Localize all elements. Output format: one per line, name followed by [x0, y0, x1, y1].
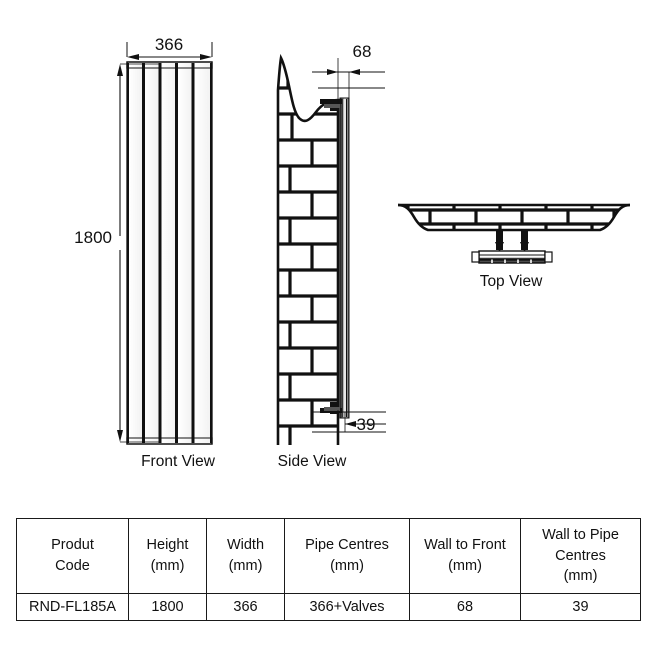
- specification-table: Produt Code Height (mm) Width (mm) Pipe …: [16, 518, 641, 621]
- front-view-group: 366: [74, 35, 216, 470]
- table-header-wall-to-pipe-centres: Wall to Pipe Centres (mm): [520, 518, 641, 594]
- side-view-wall-to-pipe-dimension: 39: [312, 410, 386, 434]
- side-view-wall-to-pipe-value: 39: [357, 415, 376, 434]
- side-view-wall-to-front-value: 68: [353, 42, 372, 61]
- top-view-label: Top View: [480, 273, 543, 290]
- front-view-height-dimension: 1800: [74, 63, 160, 443]
- table-header-width: Width (mm): [206, 518, 285, 594]
- table-header-pipe-centres: Pipe Centres (mm): [284, 518, 410, 594]
- side-view-label: Side View: [278, 453, 347, 470]
- side-view-wall-to-front-dimension: 68: [312, 42, 385, 110]
- side-view-group: 68 39 Side View: [276, 42, 386, 470]
- cell-width: 366: [206, 593, 285, 621]
- top-view-bracket: [496, 230, 503, 250]
- cell-wall-to-pipe-centres: 39: [520, 593, 641, 621]
- front-view-tube-gap: [175, 63, 178, 443]
- front-view-width-dimension: 366: [126, 35, 213, 60]
- header-line-2: (mm): [448, 558, 482, 574]
- front-view-tube-gap: [142, 63, 145, 443]
- header-line-1: Centres: [555, 547, 606, 564]
- header-line-2: (mm): [228, 558, 263, 574]
- top-view-end-cap: [544, 251, 553, 263]
- table-header-wall-to-front: Wall to Front (mm): [409, 518, 521, 594]
- header-line-2: (mm): [563, 568, 598, 585]
- top-view-wall: [397, 203, 631, 232]
- front-view-width-value: 366: [155, 35, 183, 54]
- table-header-height: Height (mm): [128, 518, 207, 594]
- header-line-2: (mm): [330, 558, 364, 574]
- front-view-tube-gaps: [142, 63, 195, 443]
- top-view-group: Top View: [397, 203, 631, 290]
- front-view-tube: [161, 63, 175, 443]
- front-view-label: Front View: [141, 453, 216, 470]
- cell-product-code: RND-FL185A: [16, 593, 129, 621]
- front-view-tube-gap: [191, 63, 195, 443]
- table-header-row: Produt Code Height (mm) Width (mm) Pipe …: [16, 518, 641, 594]
- top-view-brackets: [495, 230, 529, 252]
- top-view-radiator: [471, 250, 553, 264]
- top-view-wall-break-line: [397, 203, 631, 232]
- header-line-1: Produt: [51, 537, 94, 554]
- front-view-tube: [194, 63, 211, 443]
- header-line-1: Pipe Centres: [305, 537, 389, 554]
- table-header-product-code: Produt Code: [16, 518, 129, 594]
- top-view-end-cap: [471, 251, 480, 263]
- header-line-1: Height: [146, 537, 189, 554]
- front-view-tube: [178, 63, 192, 443]
- front-view-tube: [128, 63, 142, 443]
- top-view-bracket: [521, 230, 528, 250]
- side-view-bottom-bracket: [320, 402, 342, 414]
- cell-pipe-centres: 366+Valves: [284, 593, 410, 621]
- front-view-tube-gap: [158, 63, 162, 443]
- header-line-0: Wall to Pipe: [542, 527, 619, 544]
- cell-height: 1800: [128, 593, 207, 621]
- header-line-1: Wall to Front: [424, 537, 506, 554]
- front-view-tube-panels: [128, 63, 211, 443]
- table-row: RND-FL185A 1800 366 366+Valves 68 39: [16, 593, 641, 621]
- side-view-top-bracket: [320, 99, 342, 111]
- header-line-2: Code: [55, 558, 90, 574]
- header-line-1: Width: [226, 537, 265, 554]
- header-line-2: (mm): [150, 558, 185, 574]
- cell-wall-to-front: 68: [409, 593, 521, 621]
- side-view-wall-break-line: [276, 53, 340, 445]
- front-view-height-value: 1800: [74, 228, 112, 247]
- side-view-radiator-profile: [339, 97, 350, 419]
- front-view-tube: [145, 63, 159, 443]
